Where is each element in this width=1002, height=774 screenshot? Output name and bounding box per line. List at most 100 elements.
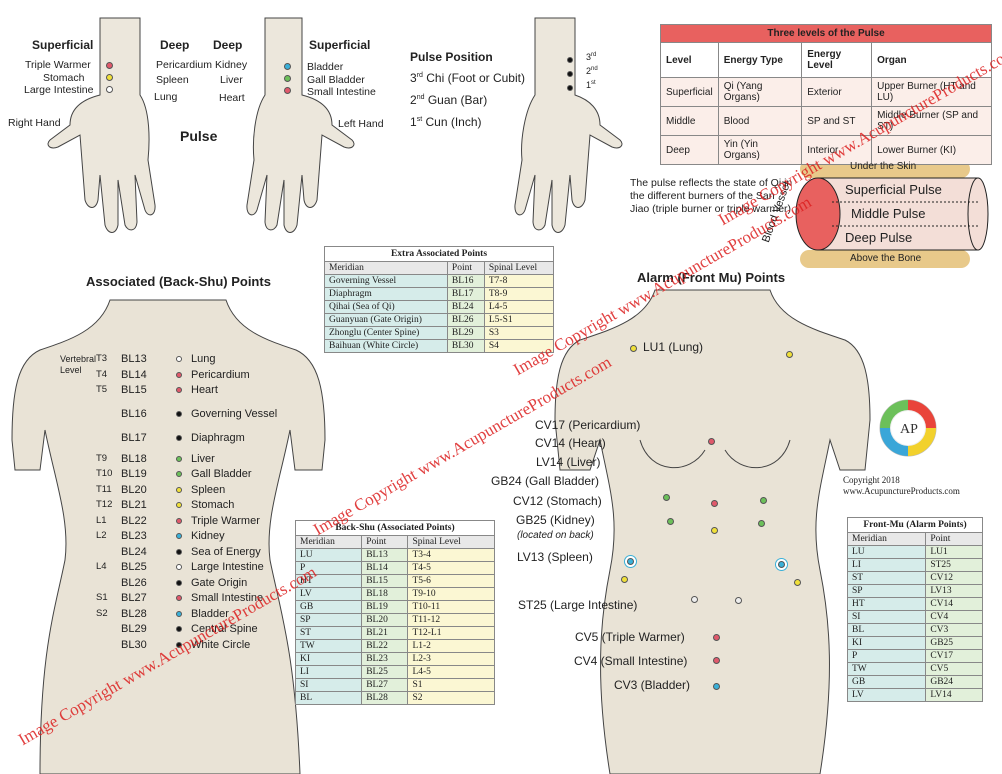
back-torso-illustration [11,299,326,774]
extra-table-wrap: Extra Associated Points Meridian Point S… [324,246,555,353]
back-shu-organ: Triple Warmer [191,514,260,527]
back-shu-dot [176,502,182,508]
lv13-dot [794,579,801,586]
deep-pulse-label: Deep Pulse [845,230,913,245]
table-cell: BL24 [446,300,485,314]
th-point: Point [925,532,983,546]
position-mark-1: 1st [586,80,596,90]
vessel-caption: The pulse reflects the state of Qi in th… [630,177,793,215]
back-shu-point: BL14 [121,368,147,381]
back-shu-point: BL26 [121,576,147,589]
pulse-position-item-3rd: 3rd Chi (Foot or Cubit) [410,71,525,85]
back-shu-dot [176,356,182,362]
extra-associated-table: Meridian Point Spinal Level Governing Ve… [324,261,555,353]
back-shu-organ: Small Intestine [191,592,264,604]
back-shu-dot [176,471,182,477]
back-shu-dot [176,455,182,462]
back-shu-organ: Pericardium [191,368,250,381]
back-shu-organ: Gate Origin [191,576,248,589]
table-cell: BL29 [446,326,485,340]
table-cell: Diaphragm [324,287,448,301]
back-shu-dot [176,435,182,441]
table-cell: Baihuan (White Circle) [324,339,448,353]
table-cell: BL16 [446,274,485,288]
table-cell: L1-2 [407,639,495,653]
rh-sup-2: Large Intestine [24,84,94,96]
rh-deep-2: Lung [154,91,178,103]
back-shu-organ: Stomach [191,499,235,511]
lu1-dot [786,351,793,358]
back-shu-dot [176,371,182,378]
back-shu-title: Associated (Back-Shu) Points [86,274,271,289]
back-shu-dot [176,626,182,632]
table-cell: BL19 [361,600,409,614]
table-cell: BL17 [446,287,485,301]
table-cell: BL [294,691,363,705]
back-shu-dot [176,387,182,393]
table-cell: T10-11 [407,600,495,614]
lv-cell: Interior [801,135,873,165]
above-bone-label: Above the Bone [850,253,922,264]
copyright-line1: Copyright 2018 [843,475,900,485]
table-cell: BL28 [361,691,409,705]
table-cell: T9-10 [407,587,495,601]
fm-cv17: CV17 (Pericardium) [535,418,641,432]
rh-large-intestine-dot [106,86,113,93]
table-cell: Zhonglu (Center Spine) [324,326,448,340]
table-cell: GB [294,600,363,614]
table-cell: BL27 [361,678,409,692]
back-shu-organ: Bladder [191,607,229,620]
table-cell: L2-3 [407,652,495,666]
table-cell: Guanyuan (Gate Origin) [324,313,448,327]
table-cell: S4 [483,339,555,353]
back-shu-point: BL30 [121,638,147,651]
table-cell: BL [846,623,927,637]
gb25-dot [627,558,634,565]
table-cell: BL25 [361,665,409,679]
table-cell: S3 [483,326,555,340]
position-dot-1 [567,85,573,91]
lv14-dot [760,497,767,504]
vertebral-level: T3 [96,353,108,364]
table-cell: LU [294,548,363,562]
blood-vessel-illustration [795,160,989,268]
table-cell: BL15 [361,574,409,588]
back-shu-point: BL17 [121,432,147,444]
back-shu-organ: White Circle [191,638,251,651]
table-cell: LU [846,545,927,559]
left-hand-label: Left Hand [338,118,384,130]
position-dot-2 [567,71,573,77]
cv5-dot [713,634,720,641]
table-cell: Qihai (Sea of Qi) [324,300,448,314]
cv3-dot [713,683,720,690]
table-cell: CV14 [925,597,983,611]
fm-gb24: GB24 (Gall Bladder) [491,474,600,488]
rh-sup-1: Stomach [43,72,85,84]
cv12-dot [711,527,718,534]
table-cell: S1 [407,678,495,692]
back-shu-dot [176,548,182,555]
fm-lu1: LU1 (Lung) [643,340,704,354]
th-meridian: Meridian [846,532,927,546]
table-cell: L5-S1 [483,313,555,327]
back-shu-dot [176,595,182,601]
vertebral-level: T5 [96,384,108,395]
fm-gb25-note: (located on back) [517,530,594,541]
superficial-pulse-label: Superficial Pulse [845,182,942,197]
back-shu-point: BL16 [121,407,147,420]
table-cell: T3-4 [407,548,495,562]
lh-sup-1: Gall Bladder [307,74,365,86]
table-cell: T8-9 [483,287,555,301]
table-cell: KI [846,636,927,650]
